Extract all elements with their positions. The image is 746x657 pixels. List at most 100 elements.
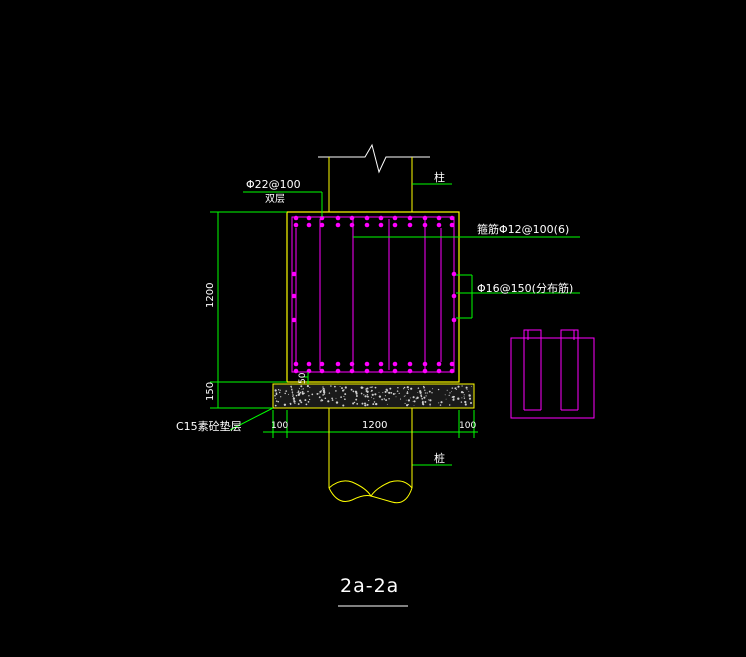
hatch-speck [370,386,372,388]
hatch-speck [366,395,369,398]
rebar-dot [422,361,428,367]
hatch-speck [319,391,321,393]
hatch-speck [306,385,309,388]
rebar-dot [422,368,428,374]
hatch-speck [316,392,319,395]
hatch-speck [466,389,468,391]
hatch-speck [371,389,373,392]
hatch-speck [419,391,422,394]
stirrup-label: 箍筋Φ12@100(6) [477,222,569,236]
rebar-dot [407,368,413,374]
rebar-dot [349,368,355,374]
hatch-speck [290,403,292,406]
hatch-speck [382,392,384,394]
side-rebar-dots [291,271,457,323]
hatch-speck [417,387,420,389]
hatch-speck [299,391,302,394]
hatch-speck [374,393,377,396]
hatch-speck [290,386,292,388]
hatch-speck [381,398,383,401]
hatch-speck [323,388,325,390]
hatch-speck [309,386,311,388]
hatch-speck [470,402,472,404]
rebar-dot [451,317,457,323]
hatch-speck [320,400,322,402]
hatch-speck [428,399,430,401]
hatch-speck [350,388,353,391]
hatch-speck [344,393,347,396]
top-rebar-dots [293,215,455,221]
hatch-speck [417,391,419,393]
top-layer-label: 双层 [265,193,285,205]
hatch-speck [406,391,408,393]
hatch-speck [277,401,279,403]
rebar-dot [364,368,370,374]
hatch-speck [364,404,367,407]
hatch-speck [353,401,356,404]
hatch-speck [344,386,347,389]
rebar-dot [364,222,370,228]
hatch-speck [384,390,387,393]
rebar-dot [422,215,428,221]
rebar-dot [407,215,413,221]
hatch-speck [361,402,364,405]
hatch-speck [407,399,411,402]
hatch-speck [415,398,417,400]
hatch-speck [292,397,296,400]
hatch-speck [330,385,332,387]
hatch-speck [297,403,300,405]
hatch-speck [422,403,425,406]
hatch-speck [438,402,440,404]
hatch-speck [422,385,425,388]
distribution-label: Φ16@150(分布筋) [477,281,573,295]
rebar-dot [293,215,299,221]
hatch-speck [396,390,399,392]
hatch-speck [323,391,326,394]
hatch-speck [328,392,331,394]
hatch-speck [444,394,446,396]
hatch-speck [274,394,276,397]
hatch-speck [295,394,298,397]
hatch-speck [344,398,346,401]
rebar-dot [319,368,325,374]
hatch-speck [403,388,405,390]
hatch-speck [457,385,460,388]
rebar-dot [364,361,370,367]
hatch-speck [322,388,324,390]
hatch-speck [468,394,471,397]
hatch-speck [343,389,345,391]
hatch-speck [397,386,399,389]
rebar-dot [436,361,442,367]
hatch-speck [292,394,294,396]
hatch-speck [412,396,415,399]
hatch-speck [399,398,402,400]
hatch-speck [406,404,409,407]
hatch-speck [407,388,409,390]
hatch-speck [371,396,373,398]
hatch-speck [454,387,457,390]
hatch-speck [460,401,463,403]
hatch-speck [453,397,455,399]
rebar-dot [349,215,355,221]
hatch-speck [274,389,277,392]
hatch-speck [424,389,426,391]
hatch-speck [451,387,454,389]
top-rebar-dots-second-layer [293,222,455,228]
hatch-speck [445,398,447,400]
hatch-speck [465,403,467,405]
hatch-speck [378,395,382,398]
hatch-speck [301,390,304,393]
hatch-speck [449,392,451,394]
hatch-speck [451,396,454,398]
hatch-speck [303,392,305,394]
hatch-speck [292,392,294,394]
hatch-speck [291,388,293,391]
hatch-speck [302,388,304,390]
hatch-speck [423,387,425,389]
hatch-speck [298,387,300,389]
hatch-speck [432,388,434,390]
hatch-speck [464,400,467,404]
hatch-speck [460,390,464,394]
hatch-speck [448,404,451,406]
hatch-speck [388,391,391,394]
